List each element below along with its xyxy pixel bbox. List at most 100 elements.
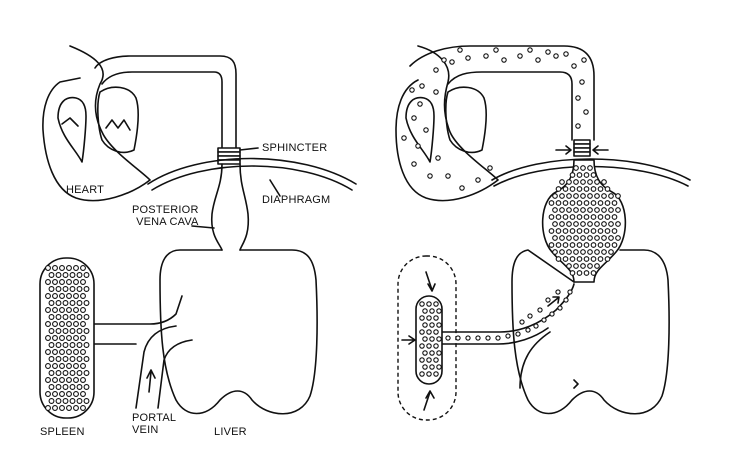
- blood-cell: [458, 48, 462, 52]
- blood-cell: [591, 271, 596, 276]
- blood-cell: [556, 257, 561, 262]
- blood-cell: [56, 315, 61, 320]
- blood-cell: [56, 371, 61, 376]
- blood-cell: [588, 166, 593, 171]
- blood-cell: [556, 290, 560, 294]
- blood-cell: [63, 301, 68, 306]
- blood-cell: [63, 399, 68, 404]
- blood-cell: [549, 229, 554, 234]
- blood-cell: [49, 273, 54, 278]
- blood-cell: [437, 309, 441, 313]
- blood-cell: [550, 312, 554, 316]
- blood-cell: [77, 301, 82, 306]
- blood-cell: [402, 136, 406, 140]
- blood-cell: [49, 385, 54, 390]
- blood-cell: [526, 328, 530, 332]
- blood-cell: [577, 229, 582, 234]
- blood-cell: [595, 236, 600, 241]
- blood-cell: [70, 357, 75, 362]
- blood-cell: [570, 201, 575, 206]
- blood-cell: [77, 385, 82, 390]
- blood-cell: [602, 208, 607, 213]
- blood-cell: [423, 365, 427, 369]
- blood-cell: [427, 372, 431, 376]
- blood-cell: [595, 264, 600, 269]
- blood-cell: [577, 187, 582, 192]
- blood-cell: [598, 243, 603, 248]
- blood-cell: [536, 58, 540, 62]
- blood-cell: [584, 215, 589, 220]
- left-vena-cava: [212, 164, 222, 250]
- blood-cell: [496, 336, 500, 340]
- blood-cell: [67, 294, 72, 299]
- blood-cell: [63, 357, 68, 362]
- right-sphincter: [574, 140, 590, 156]
- blood-cell: [77, 287, 82, 292]
- blood-cell: [84, 371, 89, 376]
- blood-cell: [581, 180, 586, 185]
- blood-cell: [412, 116, 416, 120]
- left-diaphragm: [148, 159, 356, 185]
- blood-cell: [70, 343, 75, 348]
- blood-cell: [581, 250, 586, 255]
- blood-cell: [466, 56, 470, 60]
- label-liver: LIVER: [214, 426, 247, 438]
- blood-cell: [56, 287, 61, 292]
- blood-cell: [560, 194, 565, 199]
- label-sphincter: SPHINCTER: [262, 142, 327, 154]
- blood-cell: [63, 287, 68, 292]
- blood-cell: [434, 330, 438, 334]
- blood-cell: [570, 229, 575, 234]
- blood-cell: [427, 330, 431, 334]
- blood-cell: [570, 215, 575, 220]
- blood-cell: [556, 215, 561, 220]
- blood-cell: [577, 201, 582, 206]
- blood-cell: [581, 236, 586, 241]
- blood-cell: [576, 96, 580, 100]
- blood-cell: [577, 271, 582, 276]
- blood-cell: [609, 222, 614, 227]
- blood-cell: [486, 336, 490, 340]
- blood-cell: [81, 392, 86, 397]
- blood-cell: [434, 372, 438, 376]
- blood-cell: [581, 166, 586, 171]
- blood-cell: [574, 208, 579, 213]
- label-vena-cava: VENA CAVA: [132, 216, 199, 228]
- label-vein: VEIN: [132, 424, 176, 436]
- blood-cell: [423, 323, 427, 327]
- blood-cell: [430, 337, 434, 341]
- blood-cell: [616, 236, 621, 241]
- blood-cell: [56, 301, 61, 306]
- blood-cell: [553, 222, 558, 227]
- blood-cell: [60, 364, 65, 369]
- blood-cell: [570, 173, 575, 178]
- blood-cell: [46, 322, 51, 327]
- blood-cell: [574, 222, 579, 227]
- blood-cell: [577, 173, 582, 178]
- blood-cell: [549, 215, 554, 220]
- blood-cell: [442, 58, 446, 62]
- blood-cell: [70, 301, 75, 306]
- right-portal-vein: [442, 284, 574, 332]
- blood-cell: [591, 187, 596, 192]
- blood-cell: [538, 308, 542, 312]
- blood-cell: [46, 308, 51, 313]
- blood-cell: [410, 88, 414, 92]
- blood-cell: [67, 336, 72, 341]
- blood-cell: [430, 365, 434, 369]
- blood-cell: [591, 201, 596, 206]
- blood-cell: [70, 287, 75, 292]
- blood-cell: [605, 229, 610, 234]
- blood-cell: [428, 174, 432, 178]
- blood-cell: [609, 236, 614, 241]
- blood-cell: [567, 180, 572, 185]
- blood-cell: [60, 294, 65, 299]
- left-portal-arrow: [147, 370, 155, 392]
- blood-cell: [70, 371, 75, 376]
- blood-cell: [595, 208, 600, 213]
- blood-cell: [67, 350, 72, 355]
- blood-cell: [74, 392, 79, 397]
- blood-cell: [584, 257, 589, 262]
- blood-cell: [574, 264, 579, 269]
